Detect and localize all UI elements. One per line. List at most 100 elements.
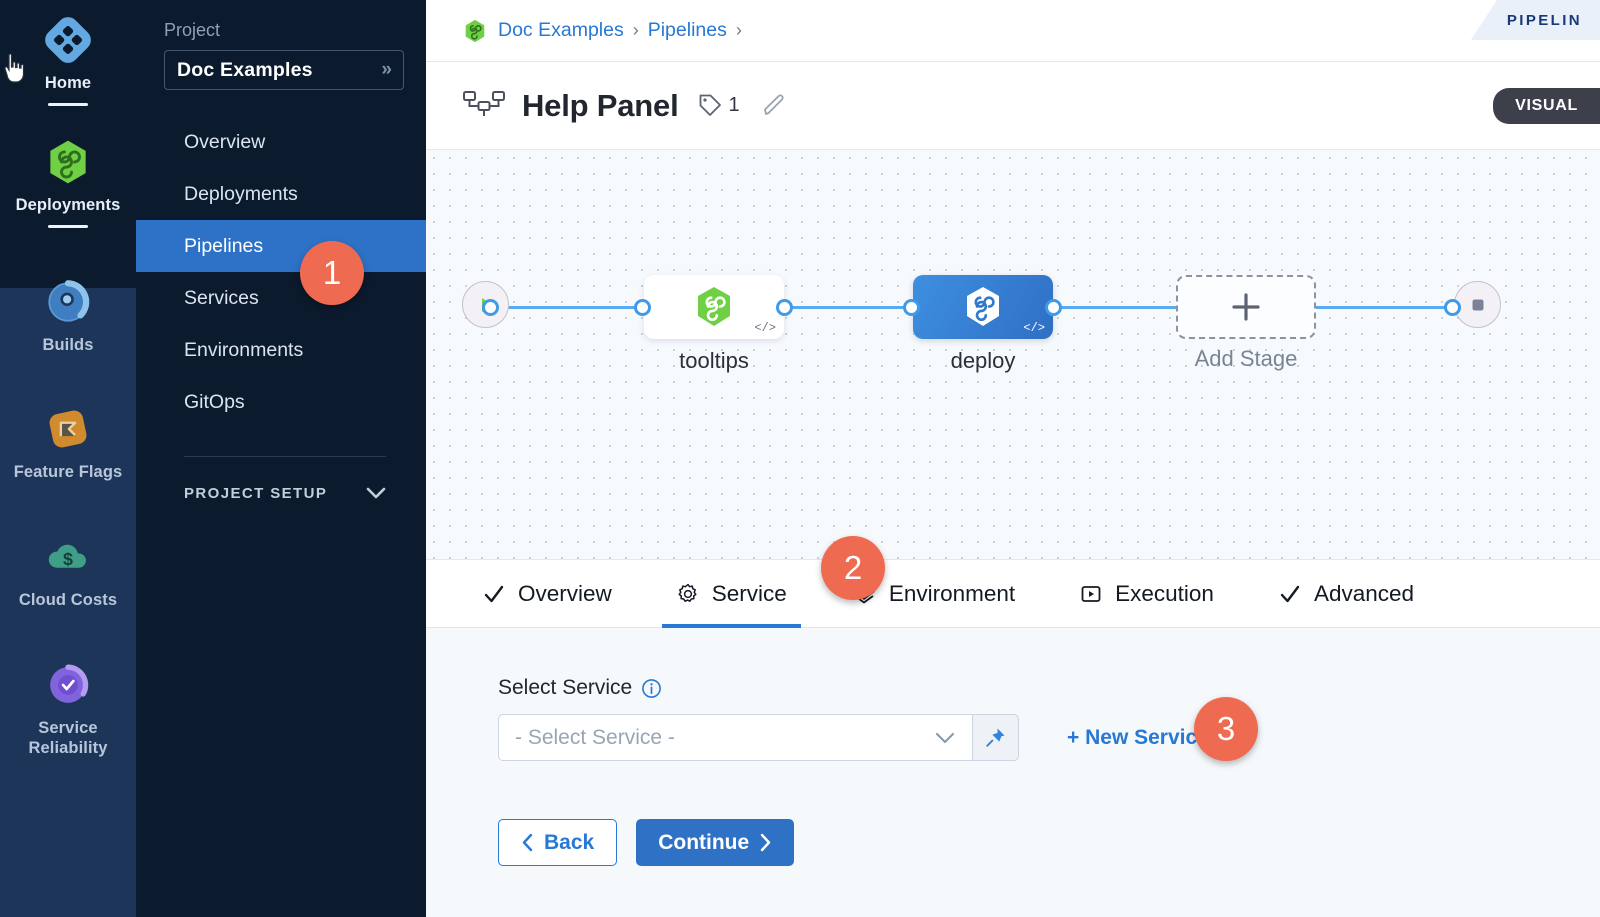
- rail-item-cloud-costs[interactable]: $ Cloud Costs: [0, 483, 136, 611]
- sidebar-item-label: Services: [184, 286, 259, 309]
- chevron-down-icon: [366, 487, 386, 499]
- sidebar-divider: [184, 456, 386, 457]
- rail-label-cloud-costs: Cloud Costs: [18, 591, 118, 610]
- breadcrumb-separator: ›: [735, 20, 742, 40]
- rail-item-feature-flags[interactable]: Feature Flags: [0, 355, 136, 483]
- tab-environment[interactable]: Environment: [851, 560, 1015, 628]
- port-tooltips-in[interactable]: [634, 299, 651, 316]
- feature-flags-icon: [40, 401, 96, 457]
- project-selector[interactable]: Doc Examples »: [164, 50, 404, 90]
- rail-item-service-reliability[interactable]: Service Reliability: [0, 611, 136, 759]
- rail-label-feature-flags: Feature Flags: [13, 463, 123, 482]
- breadcrumb-separator: ›: [632, 20, 639, 40]
- rail-active-underline-home: [48, 102, 88, 106]
- select-service-label-row: Select Service: [498, 676, 1600, 700]
- pipeline-canvas[interactable]: </> tooltips </> deploy Add Stage: [426, 150, 1600, 560]
- back-button[interactable]: Back: [498, 819, 618, 866]
- breadcrumb-link-pipelines[interactable]: Pipelines: [647, 19, 727, 41]
- chevron-down-icon: [935, 732, 955, 743]
- breadcrumb: Doc Examples › Pipelines › PIPELIN: [426, 0, 1600, 62]
- select-service-placeholder: - Select Service -: [515, 725, 675, 749]
- tab-label: Execution: [1115, 580, 1214, 606]
- stage-node-deploy[interactable]: </>: [913, 275, 1053, 339]
- edge-start-to-tooltips: [482, 306, 654, 309]
- rail-active-underline-deployments: [48, 224, 88, 228]
- callout-number: 2: [843, 549, 863, 586]
- tab-service[interactable]: Service: [661, 560, 801, 628]
- play-box-icon: [1081, 585, 1101, 602]
- breadcrumb-link-project[interactable]: Doc Examples: [498, 19, 624, 41]
- sidebar-item-gitops[interactable]: GitOps: [136, 376, 426, 428]
- add-stage-node[interactable]: [1176, 275, 1316, 339]
- main-content: Doc Examples › Pipelines › PIPELIN Help …: [426, 0, 1600, 917]
- pipeline-studio-tab[interactable]: PIPELIN: [1470, 0, 1600, 40]
- chevron-right-icon: [760, 833, 771, 852]
- port-deploy-out[interactable]: [1045, 299, 1062, 316]
- sidebar-item-label: GitOps: [184, 390, 245, 413]
- project-selector-name: Doc Examples: [177, 58, 313, 81]
- continue-button[interactable]: Continue: [636, 819, 795, 866]
- rail-item-deployments[interactable]: Deployments: [0, 106, 136, 228]
- visual-yaml-toggle[interactable]: VISUAL: [1493, 88, 1600, 124]
- page-title: Help Panel: [522, 87, 679, 123]
- port-tooltips-out[interactable]: [776, 299, 793, 316]
- sidebar-item-pipelines[interactable]: Pipelines: [136, 220, 426, 272]
- end-node[interactable]: [1454, 281, 1501, 328]
- callout-number: 3: [1216, 710, 1236, 747]
- white-hex-infinity-icon: [967, 287, 999, 326]
- select-service-input[interactable]: - Select Service -: [498, 714, 973, 761]
- callout-badge-1: 1: [300, 241, 364, 305]
- tag-icon[interactable]: [697, 93, 723, 119]
- tab-execution[interactable]: Execution: [1079, 560, 1214, 628]
- svg-text:$: $: [63, 549, 73, 569]
- sidebar-item-services[interactable]: Services: [136, 272, 426, 324]
- tab-advanced[interactable]: Advanced: [1278, 560, 1414, 628]
- form-button-row: Back Continue: [498, 819, 1600, 866]
- cloud-costs-icon: $: [40, 529, 96, 585]
- check-icon: [1280, 585, 1300, 602]
- info-icon[interactable]: [641, 678, 662, 699]
- builds-icon: [40, 274, 96, 330]
- rail-item-home[interactable]: Home: [0, 0, 136, 106]
- back-button-label: Back: [544, 830, 595, 854]
- rail-label-builds: Builds: [42, 335, 94, 354]
- sidebar-item-label: Environments: [184, 338, 304, 361]
- rail-item-builds[interactable]: Builds: [0, 228, 136, 356]
- port-end-in[interactable]: [1444, 299, 1461, 316]
- edge-deploy-to-addstage: [1046, 306, 1176, 309]
- select-service-label: Select Service: [498, 676, 633, 699]
- sidebar-item-deployments[interactable]: Deployments: [136, 168, 426, 220]
- sidebar-item-label: Pipelines: [184, 234, 264, 257]
- tab-label: Environment: [888, 580, 1016, 606]
- select-service-row: - Select Service - + New Service: [498, 714, 1600, 761]
- port-deploy-in[interactable]: [903, 299, 920, 316]
- pencil-icon[interactable]: [760, 92, 788, 120]
- code-badge: </>: [754, 321, 776, 335]
- add-stage-label: Add Stage: [1194, 346, 1298, 371]
- project-sidebar: Project Doc Examples » Overview Deployme…: [136, 0, 426, 917]
- edge-addstage-to-end: [1316, 306, 1461, 309]
- stage-config-tabs: Overview Service Environment: [426, 560, 1600, 628]
- stop-square-icon: [1472, 299, 1483, 310]
- callout-badge-2: 2: [821, 536, 885, 600]
- port-start-out[interactable]: [482, 299, 499, 316]
- stage-node-tooltips[interactable]: </>: [644, 275, 784, 339]
- page-title-bar: Help Panel 1 VISUAL: [426, 62, 1600, 150]
- tab-label: Overview: [518, 580, 612, 606]
- sidebar-item-environments[interactable]: Environments: [136, 324, 426, 376]
- sidebar-item-label: Overview: [184, 130, 266, 153]
- green-hex-infinity-icon: [698, 287, 730, 326]
- double-chevron-right-icon: »: [381, 59, 391, 80]
- stage-label-tooltips: tooltips: [679, 348, 749, 373]
- chevron-left-icon: [522, 833, 533, 852]
- sidebar-project-setup[interactable]: PROJECT SETUP: [136, 485, 426, 502]
- plus-icon: [1232, 293, 1260, 321]
- rail-label-home: Home: [44, 74, 92, 92]
- sidebar-item-overview[interactable]: Overview: [136, 116, 426, 168]
- sidebar-item-label: Deployments: [184, 182, 298, 205]
- continue-button-label: Continue: [658, 830, 750, 854]
- new-service-link[interactable]: + New Service: [1067, 725, 1209, 749]
- tab-overview[interactable]: Overview: [482, 560, 612, 628]
- project-label: Project: [164, 20, 221, 40]
- pin-service-button[interactable]: [973, 714, 1019, 761]
